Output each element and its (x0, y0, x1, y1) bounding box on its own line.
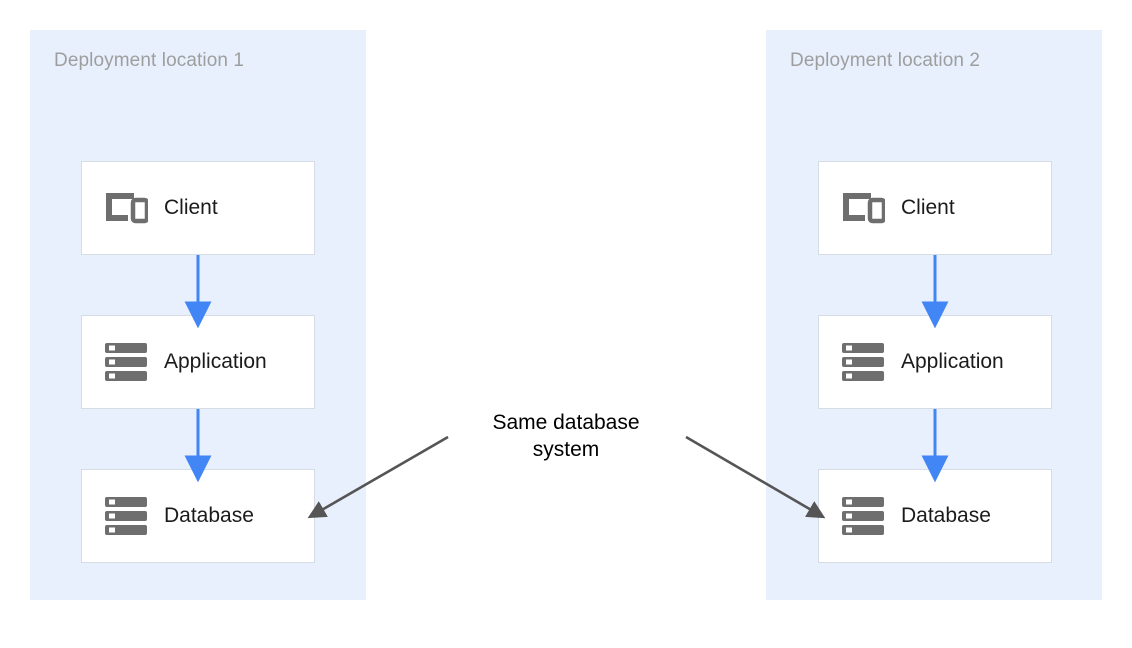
devices-icon (100, 186, 152, 230)
node-label: Client (164, 196, 218, 219)
annotation-label: Same database system (492, 411, 640, 461)
node-label: Client (901, 196, 955, 219)
node-label: Application (164, 350, 267, 373)
node-application-2[interactable]: Application (818, 315, 1052, 409)
node-application-1[interactable]: Application (81, 315, 315, 409)
node-database-1[interactable]: Database (81, 469, 315, 563)
server-stack-icon (837, 340, 889, 384)
server-stack-icon (837, 494, 889, 538)
server-stack-icon (100, 340, 152, 384)
zone-2-title: Deployment location 2 (790, 50, 981, 71)
devices-icon (837, 186, 889, 230)
zone-1-title: Deployment location 1 (54, 50, 245, 71)
node-label: Database (164, 504, 254, 527)
server-stack-icon (100, 494, 152, 538)
node-database-2[interactable]: Database (818, 469, 1052, 563)
node-label: Database (901, 504, 991, 527)
node-client-1[interactable]: Client (81, 161, 315, 255)
node-label: Application (901, 350, 1004, 373)
node-client-2[interactable]: Client (818, 161, 1052, 255)
